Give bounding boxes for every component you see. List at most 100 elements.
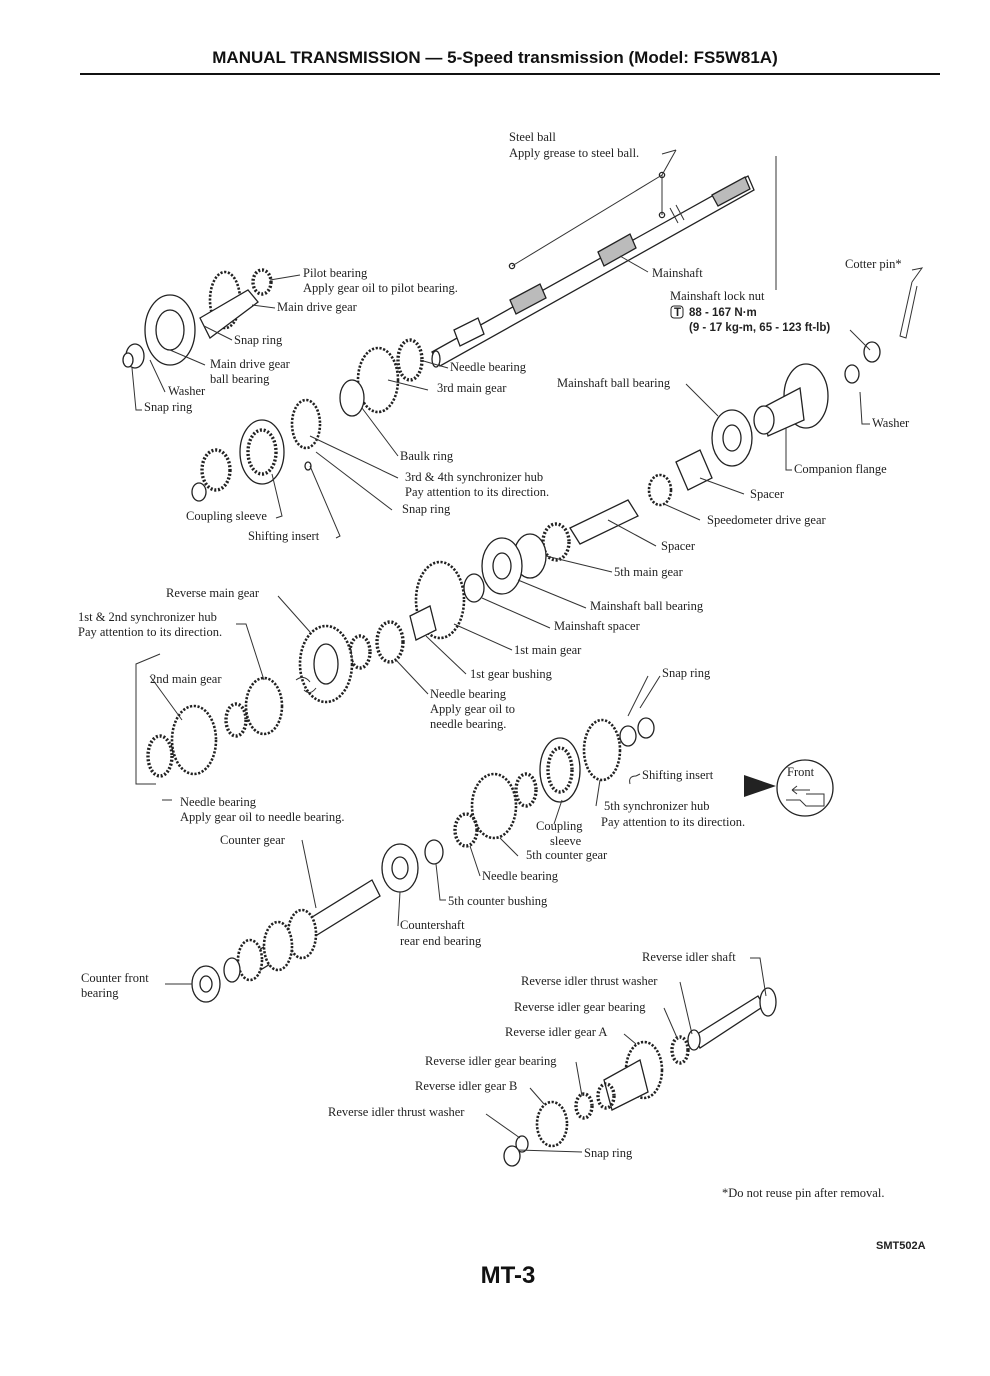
- label-steel-ball: Steel ball: [509, 130, 556, 144]
- label-reverse-main-gear: Reverse main gear: [166, 586, 260, 600]
- label-needle-bearing-4: Needle bearing: [482, 869, 559, 883]
- label-snap-ring-3: Snap ring: [402, 502, 451, 516]
- label-coupling-sleeve-2-a: Coupling: [536, 819, 583, 833]
- spacer-1-drawing: [675, 449, 713, 491]
- label-reverse-idler-gear-b: Reverse idler gear B: [415, 1079, 517, 1093]
- label-reverse-idler-gear-bearing-1: Reverse idler gear bearing: [514, 1000, 646, 1014]
- label-main-drive-gear: Main drive gear: [277, 300, 358, 314]
- baulk-ring-5-drawing: [514, 772, 538, 808]
- snap-ring-5a-drawing: [637, 717, 655, 739]
- label-front: Front: [787, 765, 815, 779]
- shifting-insert-2-drawing: [629, 775, 637, 785]
- label-washer-2: Washer: [872, 416, 910, 430]
- label-needle-bearing-2-note-2: needle bearing.: [430, 717, 506, 731]
- page-number: MT-3: [480, 1262, 536, 1289]
- reverse-idler-thrust-washer-1-drawing: [687, 1029, 701, 1051]
- label-mainshaft-ball-bearing-2: Mainshaft ball bearing: [590, 599, 704, 613]
- reverse-main-gear-hub: [313, 643, 339, 685]
- label-reverse-idler-gear-bearing-2: Reverse idler gear bearing: [425, 1054, 557, 1068]
- reverse-idler-gear-a-drawing: [596, 1040, 664, 1111]
- label-lock-nut-torque-alt: (9 - 17 kg-m, 65 - 123 ft-lb): [689, 322, 830, 334]
- label-countershaft-rear-end-bearing-2: rear end bearing: [400, 934, 482, 948]
- torque-spec: T 88 - 167 N·m (9 - 17 kg-m, 65 - 123 ft…: [670, 305, 830, 334]
- fifth-counter-bushing-drawing: [424, 839, 444, 865]
- baulk-ring-1-drawing: [339, 379, 365, 417]
- label-coupling-sleeve-2-b: sleeve: [550, 834, 582, 848]
- label-baulk-ring: Baulk ring: [400, 449, 454, 463]
- mainshaft-spacer-drawing: [463, 573, 485, 603]
- mainshaft-ball-bearing-1-bore: [722, 424, 742, 452]
- countershaft-rear-bearing-bore: [391, 856, 409, 880]
- companion-flange-drawing: [753, 363, 829, 437]
- needle-bearing-1-drawing: [396, 338, 424, 382]
- label-speedometer-drive-gear: Speedometer drive gear: [707, 513, 827, 527]
- label-third-main-gear: 3rd main gear: [437, 381, 507, 395]
- third-main-gear-drawing: [356, 346, 400, 414]
- label-main-drive-gear-ball-bearing-2: ball bearing: [210, 372, 270, 386]
- label-counter-front-bearing-1: Counter front: [81, 971, 149, 985]
- label-sync-hub-5-note: Pay attention to its direction.: [601, 815, 745, 829]
- sync-hub-12-drawing: [244, 676, 284, 736]
- snap-ring-5-drawing: [503, 1145, 521, 1167]
- reverse-idler-shaft-drawing: [693, 987, 777, 1049]
- label-main-drive-gear-ball-bearing-1: Main drive gear: [210, 357, 291, 371]
- reverse-idler-gear-b-drawing: [535, 1100, 569, 1148]
- label-countershaft-rear-end-bearing-1: Countershaft: [400, 918, 465, 932]
- snap-ring-5b-drawing: [619, 725, 637, 747]
- fifth-counter-gear-drawing: [470, 772, 518, 840]
- header-rule: [80, 73, 940, 75]
- label-steel-ball-note: Apply grease to steel ball.: [509, 146, 639, 160]
- baulk-ring-4-drawing: [224, 702, 248, 738]
- label-sync-hub-12: 1st & 2nd synchronizer hub: [78, 610, 217, 624]
- coupling-sleeve-1-inner: [246, 428, 278, 476]
- label-reverse-idler-gear-a: Reverse idler gear A: [505, 1025, 607, 1039]
- needle-bearing-3-drawing: [146, 734, 174, 778]
- mainshaft-lock-nut-drawing: [863, 341, 881, 363]
- label-reverse-idler-shaft: Reverse idler shaft: [642, 950, 736, 964]
- counter-front-bearing-bore: [199, 975, 213, 993]
- washer-flange-drawing: [844, 364, 860, 384]
- label-spacer-2: Spacer: [661, 539, 696, 553]
- label-counter-front-bearing-2: bearing: [81, 986, 119, 1000]
- front-direction-badge: [744, 759, 834, 817]
- second-gear-bracket: [135, 653, 161, 785]
- torque-symbol: T: [674, 307, 681, 319]
- label-cotter-pin: Cotter pin*: [845, 257, 902, 271]
- pilot-bearing-drawing: [251, 268, 273, 296]
- label-counter-gear: Counter gear: [220, 833, 286, 847]
- label-second-main-gear: 2nd main gear: [150, 672, 222, 686]
- label-pilot-bearing-note: Apply gear oil to pilot bearing.: [303, 281, 458, 295]
- needle-bearing-2-drawing: [375, 620, 405, 664]
- label-mainshaft-lock-nut: Mainshaft lock nut: [670, 289, 765, 303]
- label-sync-hub-12-note: Pay attention to its direction.: [78, 625, 222, 639]
- sync-hub-5-drawing: [582, 718, 622, 782]
- label-mainshaft: Mainshaft: [652, 266, 703, 280]
- label-snap-ring-4: Snap ring: [662, 666, 711, 680]
- shifting-insert-1-drawing: [304, 461, 312, 471]
- label-companion-flange: Companion flange: [794, 462, 887, 476]
- label-fifth-counter-bushing: 5th counter bushing: [448, 894, 548, 908]
- fifth-main-gear-drawing: [541, 522, 571, 562]
- label-snap-ring-1: Snap ring: [234, 333, 283, 347]
- label-coupling-sleeve-1: Coupling sleeve: [186, 509, 267, 523]
- figure-code: SMT502A: [876, 1240, 926, 1252]
- label-needle-bearing-1: Needle bearing: [450, 360, 527, 374]
- label-reverse-idler-thrust-washer-1: Reverse idler thrust washer: [521, 974, 658, 988]
- snap-ring-left-drawing: [191, 482, 207, 502]
- coupling-sleeve-2-inner: [546, 746, 574, 794]
- label-reverse-idler-thrust-washer-2: Reverse idler thrust washer: [328, 1105, 465, 1119]
- label-sync-hub-34-note: Pay attention to its direction.: [405, 485, 549, 499]
- label-needle-bearing-3: Needle bearing: [180, 795, 257, 809]
- leader-lines: [131, 149, 924, 1153]
- sync-hub-34-drawing: [290, 398, 322, 450]
- label-needle-bearing-2: Needle bearing: [430, 687, 507, 701]
- label-mainshaft-ball-bearing-1: Mainshaft ball bearing: [557, 376, 671, 390]
- second-main-gear-drawing: [170, 704, 218, 776]
- counter-gear-drawing: [223, 879, 381, 983]
- label-shifting-insert-1: Shifting insert: [248, 529, 320, 543]
- label-sync-hub-34: 3rd & 4th synchronizer hub: [405, 470, 543, 484]
- label-fifth-counter-gear: 5th counter gear: [526, 848, 608, 862]
- label-fifth-main-gear: 5th main gear: [614, 565, 684, 579]
- footnote: *Do not reuse pin after removal.: [722, 1186, 885, 1200]
